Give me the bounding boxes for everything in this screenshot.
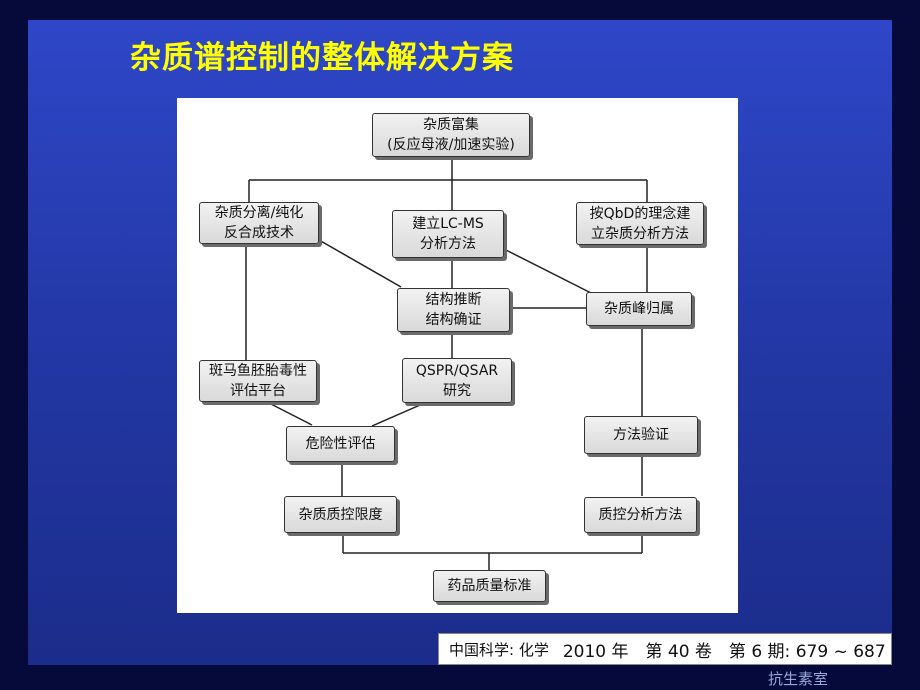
- slide-title: 杂质谱控制的整体解决方案: [130, 40, 514, 76]
- node-qbd-method: 按QbD的理念建 立杂质分析方法: [576, 202, 704, 245]
- flowchart-panel: 杂质富集 (反应母液/加速实验) 杂质分离/纯化 反合成技术 建立LC-MS 分…: [177, 98, 738, 613]
- citation-box: 中国科学: 化学 2010 年 第 40 卷 第 6 期: 679 ~ 687: [438, 633, 892, 665]
- node-impurity-limit: 杂质质控限度: [284, 496, 397, 533]
- node-lcms-method: 建立LC-MS 分析方法: [392, 210, 504, 258]
- citation-issue: 2010 年 第 40 卷 第 6 期: 679 ~ 687: [562, 641, 886, 662]
- node-structure-elucidation: 结构推断 结构确证: [397, 288, 510, 332]
- connector-qspr-risk: [371, 401, 428, 427]
- flowchart-connectors: [245, 157, 648, 570]
- node-impurity-separation: 杂质分离/纯化 反合成技术: [199, 202, 319, 244]
- node-zebrafish-toxicity: 斑马鱼胚胎毒性 评估平台: [199, 360, 317, 402]
- connector-zebrafish-risk: [266, 401, 313, 426]
- node-risk-assessment: 危险性评估: [286, 426, 395, 462]
- node-drug-quality-standard: 药品质量标准: [433, 570, 546, 602]
- connector-separation-structure: [318, 239, 402, 288]
- footer-label: 抗生素室: [768, 670, 829, 688]
- citation-journal: 中国科学: 化学: [449, 640, 549, 659]
- connector-lcms-peak: [499, 246, 598, 297]
- node-impurity-peak-assignment: 杂质峰归属: [586, 292, 692, 326]
- node-qspr-qsar: QSPR/QSAR 研究: [402, 358, 512, 403]
- node-method-validation: 方法验证: [584, 416, 698, 454]
- node-impurity-enrichment: 杂质富集 (反应母液/加速实验): [372, 113, 530, 157]
- node-qc-method: 质控分析方法: [584, 497, 697, 533]
